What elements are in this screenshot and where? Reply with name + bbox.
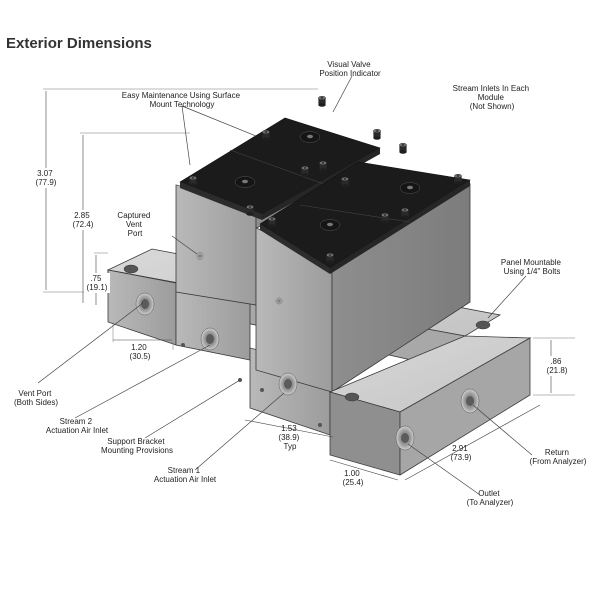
easy-maintenance-label: Easy Maintenance Using Surface Mount Tec… xyxy=(122,91,243,109)
dim-1-20: 1.20 (30.5) xyxy=(130,343,151,361)
dimension-values: 3.07 (77.9) 2.85 (72.4) .75 (19.1) 1.20 … xyxy=(33,168,568,487)
left-valve-module xyxy=(107,95,382,382)
stream-1-label: Stream 1 Actuation Air Inlet xyxy=(154,466,217,484)
dimension-lines xyxy=(43,88,575,481)
right-valve-module xyxy=(249,142,471,436)
visual-valve-label: Visual Valve Position Indicator xyxy=(319,60,381,78)
vent-port-label: Vent Port (Both Sides) xyxy=(14,389,58,407)
stream-inlets-label: Stream Inlets In Each Module (Not Shown) xyxy=(453,84,532,111)
stream-2-label: Stream 2 Actuation Air Inlet xyxy=(46,417,109,435)
end-block xyxy=(328,320,532,476)
captured-vent-port-label: Captured Vent Port xyxy=(117,211,152,238)
dim-0-75: .75 (19.1) xyxy=(87,274,108,292)
dim-1-00: 1.00 (25.4) xyxy=(343,469,364,487)
dim-3-07: 3.07 (77.9) xyxy=(36,169,57,187)
callouts: Visual Valve Position Indicator Stream I… xyxy=(14,60,587,507)
dim-0-86: .86 (21.8) xyxy=(547,357,568,375)
leader-lines xyxy=(37,75,533,496)
page-title: Exterior Dimensions xyxy=(6,35,152,52)
outlet-label: Outlet (To Analyzer) xyxy=(467,489,514,507)
dim-1-53: 1.53 (38.9) Typ xyxy=(278,424,301,451)
dim-2-91: 2.91 (73.9) xyxy=(451,444,472,462)
return-label: Return (From Analyzer) xyxy=(530,448,587,466)
panel-mountable-label: Panel Mountable Using 1/4" Bolts xyxy=(501,258,563,276)
dim-2-85: 2.85 (72.4) xyxy=(73,211,94,229)
support-bracket-label: Support Bracket Mounting Provisions xyxy=(101,437,173,455)
